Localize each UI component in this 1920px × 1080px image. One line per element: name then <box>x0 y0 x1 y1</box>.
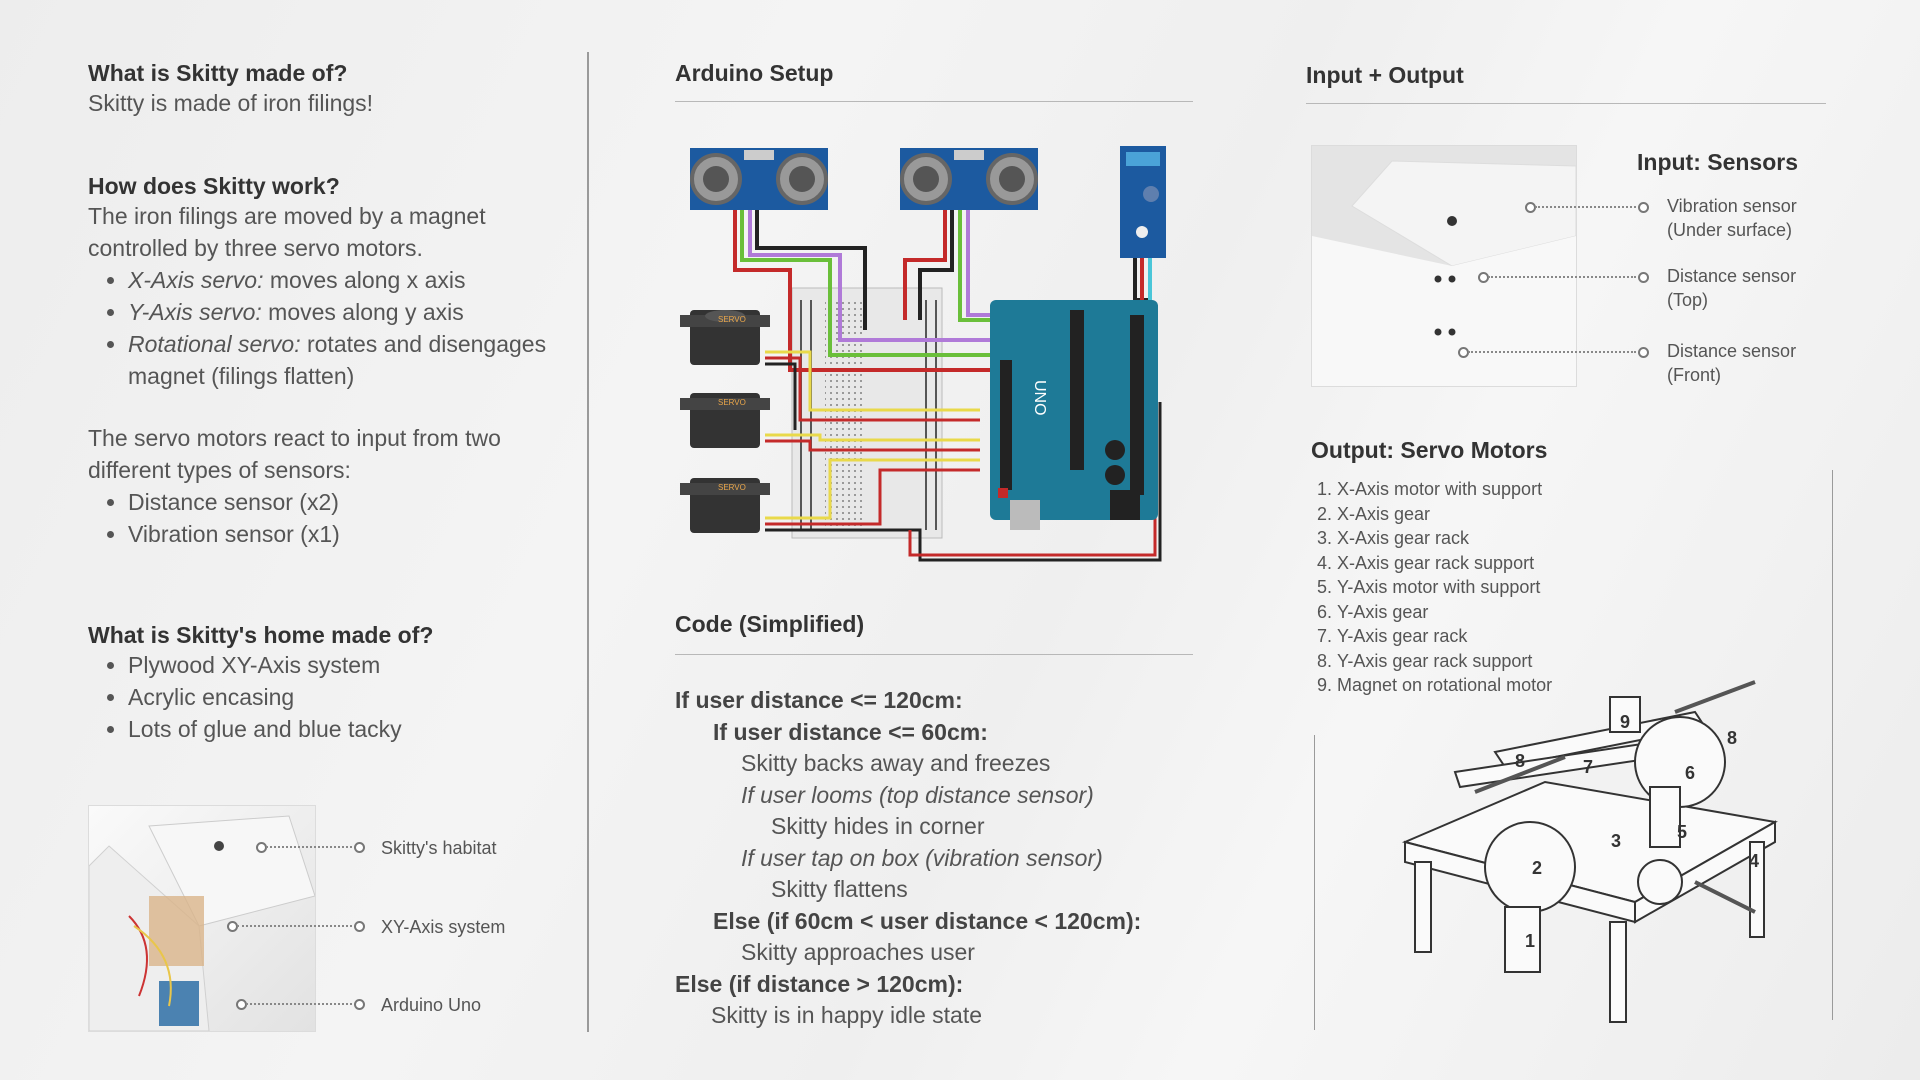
callout-line <box>1535 206 1636 208</box>
diagram-number: 4 <box>1749 851 1759 871</box>
list-item: Y-Axis gear <box>1337 600 1657 625</box>
code-line: Else (if distance > 120cm): <box>675 970 964 997</box>
arduino-uno-board: UNO <box>990 300 1158 530</box>
svg-text:UNO: UNO <box>1031 380 1048 416</box>
ultrasonic-sensor-2 <box>900 148 1038 210</box>
code-line: Skitty hides in corner <box>771 813 985 839</box>
code-block: If user distance <= 120cm: If user dista… <box>675 685 1195 1032</box>
servo-list: X-Axis servo: moves along x axis Y-Axis … <box>88 264 548 392</box>
callout-line <box>237 925 352 927</box>
code-line: Skitty is in happy idle state <box>711 1002 983 1028</box>
arduino-uno-label: Arduino Uno <box>381 995 482 1015</box>
callout-dot <box>354 921 365 932</box>
list-item: Lots of glue and blue tacky <box>128 713 548 745</box>
distance-sensor-top-label: Distance sensor (Top) <box>1667 266 1797 310</box>
distance-sensor-front-label: Distance sensor (Front) <box>1667 341 1797 385</box>
habitat-photo-illustration <box>89 815 315 1031</box>
react-text: The servo motors react to input from two… <box>88 425 501 483</box>
callout-dot <box>354 999 365 1010</box>
code-line: Skitty backs away and freezes <box>741 750 1051 776</box>
arduino-wiring-diagram: SERVO SERVO SERVO UNO <box>680 146 1166 562</box>
vibration-sensor-label: Vibration sensor (Under surface) <box>1667 196 1797 240</box>
servo-mechanism-diagram: 1 2 3 4 5 6 7 8 8 9 <box>1401 680 1778 1023</box>
sensors-photo-illustration <box>1312 146 1576 386</box>
list-item: Vibration sensor (x1) <box>128 518 548 550</box>
list-item: X-Axis gear rack <box>1337 526 1657 551</box>
servo-parts-list: X-Axis motor with support X-Axis gear X-… <box>1307 477 1657 698</box>
callout-dot <box>1638 272 1649 283</box>
diagram-number: 3 <box>1611 831 1621 851</box>
callout-line <box>1488 276 1636 278</box>
list-item: Distance sensor (x2) <box>128 486 548 518</box>
list-item: Magnet on rotational motor <box>1337 673 1657 698</box>
output-servo-title: Output: Servo Motors <box>1311 437 1548 463</box>
list-item: Plywood XY-Axis system <box>128 649 548 681</box>
ultrasonic-sensor-1 <box>690 148 828 210</box>
list-item: X-Axis gear <box>1337 502 1657 527</box>
code-line: Else (if 60cm < user distance < 120cm): <box>713 907 1142 934</box>
list-item: Rotational servo: rotates and disengages… <box>128 328 548 392</box>
code-line: Skitty approaches user <box>741 939 975 965</box>
callout-dot <box>1638 347 1649 358</box>
diagram-number: 6 <box>1685 763 1695 783</box>
svg-text:SERVO: SERVO <box>718 398 746 407</box>
input-sensors-title: Input: Sensors <box>1637 149 1799 175</box>
callout-dot <box>354 842 365 853</box>
callout-line <box>266 846 352 848</box>
diagram-number: 8 <box>1515 751 1525 771</box>
vibration-sensor <box>1120 146 1166 258</box>
callout-dot <box>1638 202 1649 213</box>
q1-title: What is Skitty made of? <box>88 60 348 86</box>
diagram-number: 7 <box>1583 757 1593 777</box>
q2-text: The iron filings are moved by a magnet c… <box>88 203 486 261</box>
list-item: X-Axis motor with support <box>1337 477 1657 502</box>
list-item: Y-Axis servo: moves along y axis <box>128 296 548 328</box>
servo-motor-1: SERVO <box>680 310 770 365</box>
code-title: Code (Simplified) <box>675 611 865 637</box>
list-item: Acrylic encasing <box>128 681 548 713</box>
servo-motor-2: SERVO <box>680 393 770 448</box>
column-divider-far-right <box>1832 470 1833 1020</box>
code-line: Skitty flattens <box>771 876 908 902</box>
list-item: Y-Axis motor with support <box>1337 575 1657 600</box>
code-line: If user distance <= 60cm: <box>713 718 988 745</box>
code-line: If user looms (top distance sensor) <box>741 781 1094 808</box>
sensors-photo <box>1311 145 1577 387</box>
svg-text:SERVO: SERVO <box>718 315 746 324</box>
sensor-list: Distance sensor (x2) Vibration sensor (x… <box>88 486 548 550</box>
callout-line <box>1468 351 1636 353</box>
callout-line <box>246 1003 352 1005</box>
q1-text: Skitty is made of iron filings! <box>88 90 374 116</box>
code-line: If user distance <= 120cm: <box>675 687 963 713</box>
arduino-setup-title: Arduino Setup <box>675 60 834 86</box>
diagram-number: 9 <box>1620 712 1630 732</box>
habitat-photo <box>88 805 316 1032</box>
home-list: Plywood XY-Axis system Acrylic encasing … <box>88 649 548 745</box>
input-output-title: Input + Output <box>1306 62 1464 88</box>
arduino-title-rule <box>675 101 1193 102</box>
list-item: X-Axis servo: moves along x axis <box>128 264 548 296</box>
left-column: What is Skitty made of? Skitty is made o… <box>88 60 548 745</box>
diagram-number: 2 <box>1532 858 1542 878</box>
q2-title: How does Skitty work? <box>88 173 340 199</box>
list-item: X-Axis gear rack support <box>1337 551 1657 576</box>
column-divider-left <box>587 52 589 1032</box>
xy-axis-label: XY-Axis system <box>381 917 506 937</box>
io-title-rule <box>1306 103 1826 104</box>
diagram-number: 1 <box>1525 931 1535 951</box>
habitat-label: Skitty's habitat <box>381 838 497 858</box>
column-divider-right <box>1314 735 1315 1030</box>
servo-motor-3: SERVO <box>680 478 770 533</box>
diagram-number: 8 <box>1727 728 1737 748</box>
diagram-number: 5 <box>1677 822 1687 842</box>
q3-title: What is Skitty's home made of? <box>88 622 434 648</box>
code-title-rule <box>675 654 1193 655</box>
list-item: Y-Axis gear rack support <box>1337 649 1657 674</box>
list-item: Y-Axis gear rack <box>1337 624 1657 649</box>
svg-text:SERVO: SERVO <box>718 483 746 492</box>
code-line: If user tap on box (vibration sensor) <box>741 844 1103 871</box>
